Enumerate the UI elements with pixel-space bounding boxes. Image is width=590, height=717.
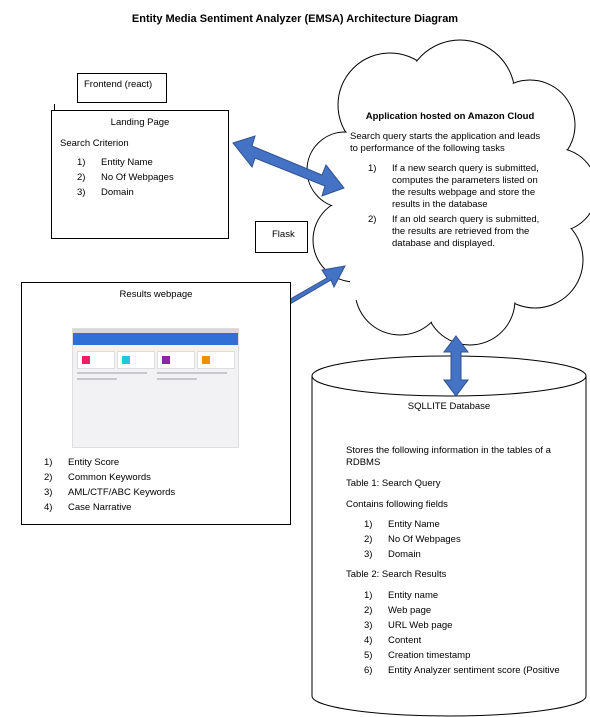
table2-field: 3)URL Web page <box>364 620 453 631</box>
cloud-database-arrow <box>443 335 469 397</box>
cloud-intro: Search query starts the application and … <box>350 131 541 154</box>
database-fields-label: Contains following fields <box>346 499 448 510</box>
results-item: 3)AML/CTF/ABC Keywords <box>44 487 176 498</box>
flask-label: Flask <box>272 229 295 240</box>
landing-page-title: Landing Page <box>110 117 170 128</box>
thumb-line <box>77 378 117 380</box>
thumb-card <box>197 351 235 369</box>
landing-item: 2)No Of Webpages <box>77 172 174 183</box>
results-item: 2)Common Keywords <box>44 472 151 483</box>
thumb-card <box>77 351 115 369</box>
table2-field: 6)Entity Analyzer sentiment score (Posit… <box>364 665 560 676</box>
database-table1-label: Table 1: Search Query <box>346 478 441 489</box>
results-item: 1)Entity Score <box>44 457 120 468</box>
table1-field: 3)Domain <box>364 549 421 560</box>
table1-field: 1)Entity Name <box>364 519 440 530</box>
landing-page-subtitle: Search Criterion <box>60 138 129 149</box>
diagram-title: Entity Media Sentiment Analyzer (EMSA) A… <box>131 13 459 25</box>
thumb-browser-bar <box>73 329 238 333</box>
thumb-card <box>117 351 155 369</box>
thumb-card <box>157 351 195 369</box>
thumb-line <box>157 378 197 380</box>
landing-item: 1)Entity Name <box>77 157 153 168</box>
frontend-marker <box>54 104 55 114</box>
cloud-content: Application hosted on Amazon Cloud Searc… <box>350 111 550 253</box>
table1-field: 2)No Of Webpages <box>364 534 461 545</box>
table2-field: 2)Web page <box>364 605 432 616</box>
flask-label-box: Flask <box>255 221 308 253</box>
database-cylinder-shape <box>311 355 587 717</box>
table2-field: 5)Creation timestamp <box>364 650 471 661</box>
results-webpage-box: Results webpage 1)Entity Score 2)Common … <box>21 282 291 525</box>
thumb-line <box>157 372 227 374</box>
thumb-app-bar <box>73 333 238 345</box>
landing-page-box: Landing Page Search Criterion 1)Entity N… <box>51 110 229 239</box>
database-intro: Stores the following information in the … <box>346 445 551 468</box>
landing-item: 3)Domain <box>77 187 134 198</box>
results-screenshot-thumbnail <box>72 328 239 448</box>
landing-cloud-arrow <box>232 135 345 197</box>
database-title: SQLLITE Database <box>407 401 491 412</box>
database-content: Stores the following information in the … <box>346 445 574 680</box>
cloud-task: 2)If an old search query is submitted, t… <box>368 214 540 249</box>
table2-field: 4)Content <box>364 635 422 646</box>
thumb-line <box>77 372 147 374</box>
database-table2-label: Table 2: Search Results <box>346 569 447 580</box>
cloud-task: 1)If a new search query is submitted, co… <box>368 163 539 210</box>
results-webpage-title: Results webpage <box>119 289 193 300</box>
cloud-title: Application hosted on Amazon Cloud <box>365 111 535 122</box>
results-item: 4)Case Narrative <box>44 502 132 513</box>
frontend-label: Frontend (react) <box>84 79 153 90</box>
frontend-label-box: Frontend (react) <box>77 73 167 103</box>
table2-field: 1)Entity name <box>364 590 439 601</box>
